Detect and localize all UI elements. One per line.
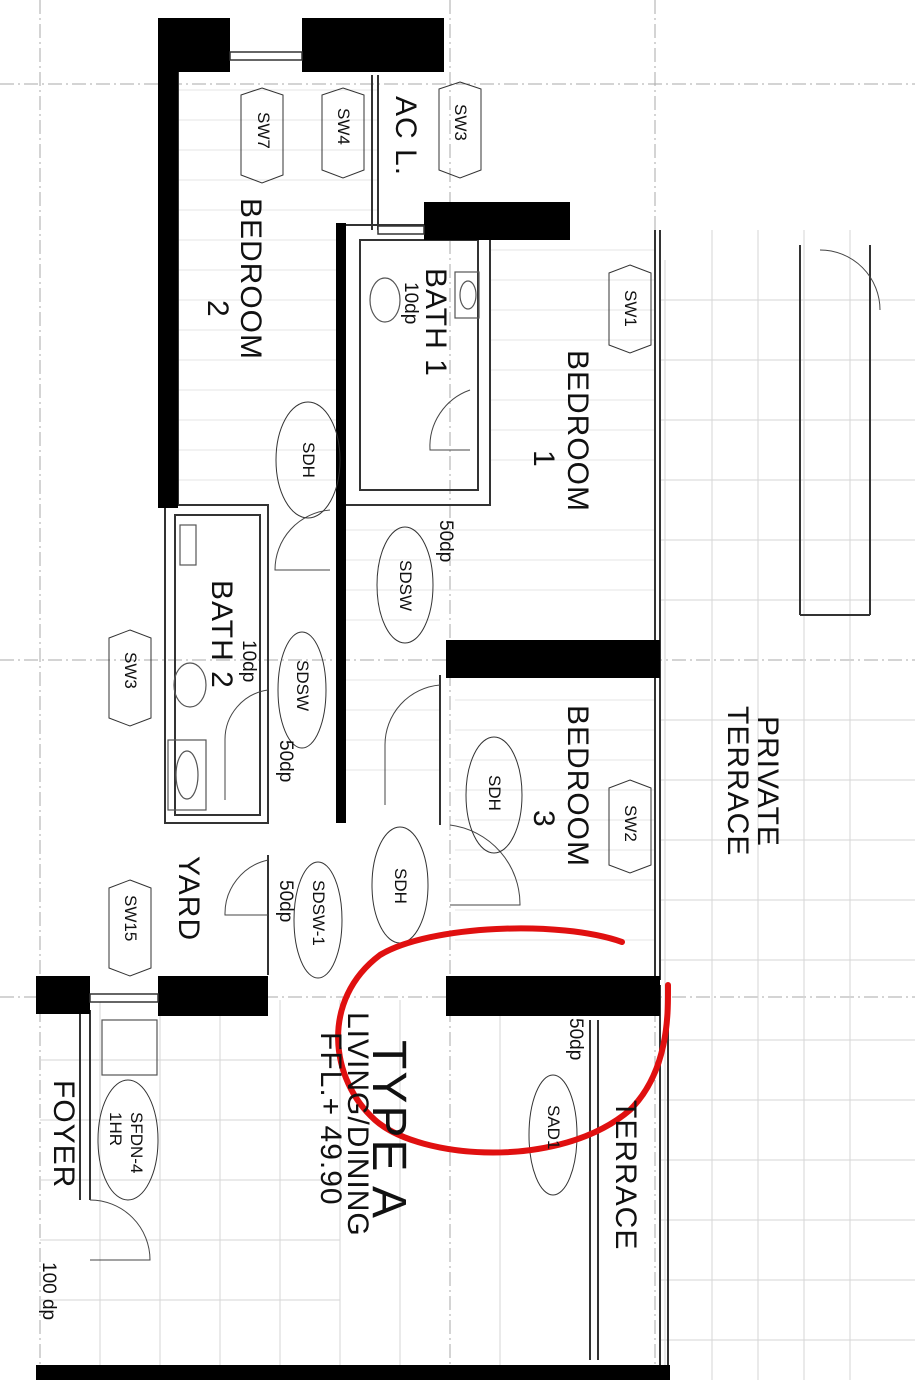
bedroom3-label: BEDROOM bbox=[561, 705, 594, 868]
window-tag-sw4: SW4 bbox=[334, 108, 353, 145]
foyer-label: FOYER bbox=[47, 1080, 80, 1189]
paving-grid bbox=[40, 230, 915, 1380]
dp-marker: 50dp bbox=[275, 880, 296, 923]
red-markup-loop bbox=[335, 925, 672, 1156]
window-tag-sw2: SW2 bbox=[621, 805, 640, 842]
window-tag-sw1: SW1 bbox=[621, 290, 640, 327]
window-tag-sw3-left: SW3 bbox=[121, 652, 140, 689]
structural-walls bbox=[36, 18, 670, 1380]
bedroom1-number: 1 bbox=[527, 450, 560, 468]
door-tag-sfdn: SFDN-4 bbox=[127, 1112, 146, 1174]
ffl-level-label: FFL.+ 49.90 bbox=[314, 1032, 347, 1206]
door-tag-sad1: SAD1 bbox=[544, 1105, 563, 1150]
bedroom2-number: 2 bbox=[201, 300, 234, 318]
terrace-label: TERRACE bbox=[609, 1100, 642, 1251]
door-tag-sdh-2: SDH bbox=[485, 775, 504, 811]
bedroom3-number: 3 bbox=[527, 810, 560, 828]
bath1-dp: 10dp bbox=[400, 282, 421, 325]
yard-label: YARD bbox=[172, 856, 205, 942]
ac-ledge-label: AC L. bbox=[389, 96, 422, 177]
foyer-dp: 100 dp bbox=[38, 1262, 59, 1321]
dp-marker: 50dp bbox=[565, 1018, 586, 1061]
sanitary-fixtures bbox=[101, 271, 480, 1076]
bath2-dp: 10dp bbox=[238, 640, 259, 683]
private-terrace-label: PRIVATE bbox=[751, 716, 784, 847]
bedroom2-label: BEDROOM bbox=[234, 198, 267, 361]
door-tag-sfdn-rating: 1HR bbox=[106, 1112, 125, 1147]
door-tag-sdh: SDH bbox=[299, 442, 318, 478]
dp-marker: 50dp bbox=[435, 520, 456, 563]
door-tag-sdsw-1: SDSW-1 bbox=[309, 880, 328, 946]
bedroom1-label: BEDROOM bbox=[561, 350, 594, 513]
dp-marker: 50dp bbox=[275, 740, 296, 783]
bath1-label: BATH 1 bbox=[419, 268, 452, 377]
window-tag-sw7: SW7 bbox=[254, 112, 273, 149]
door-tag-sdsw-2: SDSW bbox=[293, 660, 312, 711]
tag-outlines bbox=[97, 81, 652, 1201]
window-tag-sw3: SW3 bbox=[451, 104, 470, 141]
door-tag-sdsw: SDSW bbox=[396, 560, 415, 611]
private-terrace-label-2: TERRACE bbox=[721, 706, 754, 857]
bath2-label: BATH 2 bbox=[205, 580, 238, 689]
door-tag-sdh-3: SDH bbox=[391, 868, 410, 904]
window-tag-sw15: SW15 bbox=[121, 895, 140, 942]
door-swings bbox=[89, 249, 881, 1261]
windows bbox=[89, 51, 425, 1003]
